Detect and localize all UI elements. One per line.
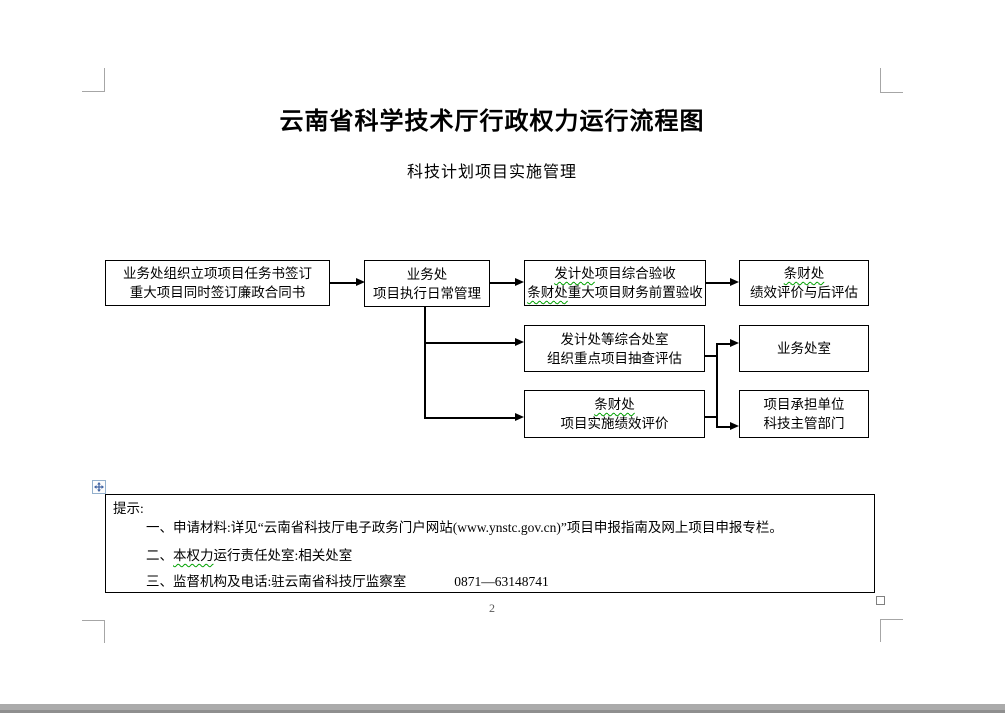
spellcheck-flagged-text: 条财处: [527, 285, 568, 300]
flow-box-text-line: 发计处项目综合验收: [554, 264, 676, 283]
notes-item-segment: 三、监督机构及电话:驻云南省科技厅监察室: [146, 574, 407, 589]
flow-box-text-line: 条财处: [784, 264, 825, 283]
flow-box-text-line: 业务处: [406, 266, 448, 282]
flow-box-text-line: 项目执行日常管理: [373, 285, 481, 301]
connector-line: [706, 282, 731, 284]
flow-box-text-segment: 重大项目财务前置验收: [567, 285, 703, 300]
flow-box-task-signing[interactable]: 业务处组织立项项目任务书签订 重大项目同时签订廉政合同书: [105, 260, 330, 306]
connector-line: [716, 426, 731, 428]
margin-crop-mark-bottom-right: [880, 619, 903, 642]
connector-line: [424, 417, 516, 419]
spellcheck-flagged-text: 本权力: [173, 548, 214, 563]
flow-box-performance-eval[interactable]: 条财处 项目实施绩效评价: [524, 390, 705, 438]
notes-box[interactable]: [105, 494, 875, 593]
arrow-head-icon: [515, 278, 524, 286]
notes-item-3: 三、监督机构及电话:驻云南省科技厅监察室 0871—63148741: [146, 570, 549, 590]
page-title: 云南省科学技术厅行政权力运行流程图: [279, 108, 705, 135]
margin-crop-mark-bottom-left: [82, 620, 105, 643]
flow-box-text-line: 条财处重大项目财务前置验收: [527, 283, 703, 302]
notes-item-1: 一、申请材料:详见“云南省科技厅电子政务门户网站(www.ynstc.gov.c…: [146, 520, 783, 535]
move-arrows-icon: [94, 482, 104, 492]
flow-box-text-line: 绩效评价与后评估: [750, 285, 858, 300]
table-move-handle[interactable]: [92, 480, 106, 494]
connector-line: [705, 355, 718, 357]
notes-item-segment: 运行责任处室:相关处室: [213, 548, 353, 563]
flow-box-acceptance[interactable]: 发计处项目综合验收 条财处重大项目财务前置验收: [524, 260, 706, 306]
flow-box-text-line: 项目承担单位: [763, 397, 845, 412]
notes-label: 提示:: [113, 501, 144, 516]
shape-resize-handle[interactable]: [876, 596, 885, 605]
spellcheck-flagged-text: 发计处: [554, 266, 595, 281]
page-number: 2: [489, 601, 495, 615]
margin-crop-mark-top-left: [82, 68, 105, 92]
flow-box-text-line: 业务处室: [777, 341, 831, 356]
phone-number: 0871—63148741: [454, 574, 549, 589]
flow-box-text-line: 科技主管部门: [763, 416, 845, 431]
flow-box-text-line: 项目实施绩效评价: [560, 416, 669, 431]
arrow-head-icon: [515, 413, 524, 421]
notes-item-prefix: 二、: [146, 548, 173, 563]
connector-line: [716, 343, 731, 345]
arrow-head-icon: [730, 278, 739, 286]
flow-box-spot-check[interactable]: 发计处等综合处室 组织重点项目抽查评估: [524, 325, 705, 372]
flow-box-daily-management[interactable]: 业务处 项目执行日常管理: [364, 260, 490, 307]
flow-box-text-line: 条财处: [594, 395, 635, 414]
arrow-head-icon: [730, 339, 739, 347]
notes-item-2: 二、本权力运行责任处室:相关处室: [146, 544, 352, 564]
connector-line: [424, 306, 426, 419]
connector-line: [490, 282, 516, 284]
window-bottom-edge: [0, 704, 1005, 710]
flow-box-business-offices[interactable]: 业务处室: [739, 325, 869, 372]
flow-box-undertaker[interactable]: 项目承担单位 科技主管部门: [739, 390, 869, 438]
flow-box-text-segment: 项目综合验收: [594, 266, 676, 281]
flow-box-text-line: 发计处等综合处室: [560, 331, 669, 347]
connector-line: [705, 416, 718, 418]
flow-box-text-line: 重大项目同时签订廉政合同书: [129, 285, 306, 300]
spellcheck-flagged-text: 条财处: [594, 397, 635, 412]
page-subtitle: 科技计划项目实施管理: [406, 164, 577, 181]
connector-line: [330, 282, 357, 284]
connector-line: [424, 342, 516, 344]
flow-box-text-line: 业务处组织立项项目任务书签订: [123, 266, 312, 281]
connector-line: [716, 343, 718, 428]
margin-crop-mark-top-right: [880, 68, 903, 93]
flow-box-post-evaluation[interactable]: 条财处 绩效评价与后评估: [739, 260, 869, 306]
window-bottom-edge: [0, 710, 1005, 713]
flow-box-text-line: 组织重点项目抽查评估: [547, 350, 682, 366]
spellcheck-flagged-text: 条财处: [783, 266, 825, 281]
arrow-head-icon: [515, 338, 524, 346]
arrow-head-icon: [730, 422, 739, 430]
arrow-head-icon: [356, 278, 365, 286]
